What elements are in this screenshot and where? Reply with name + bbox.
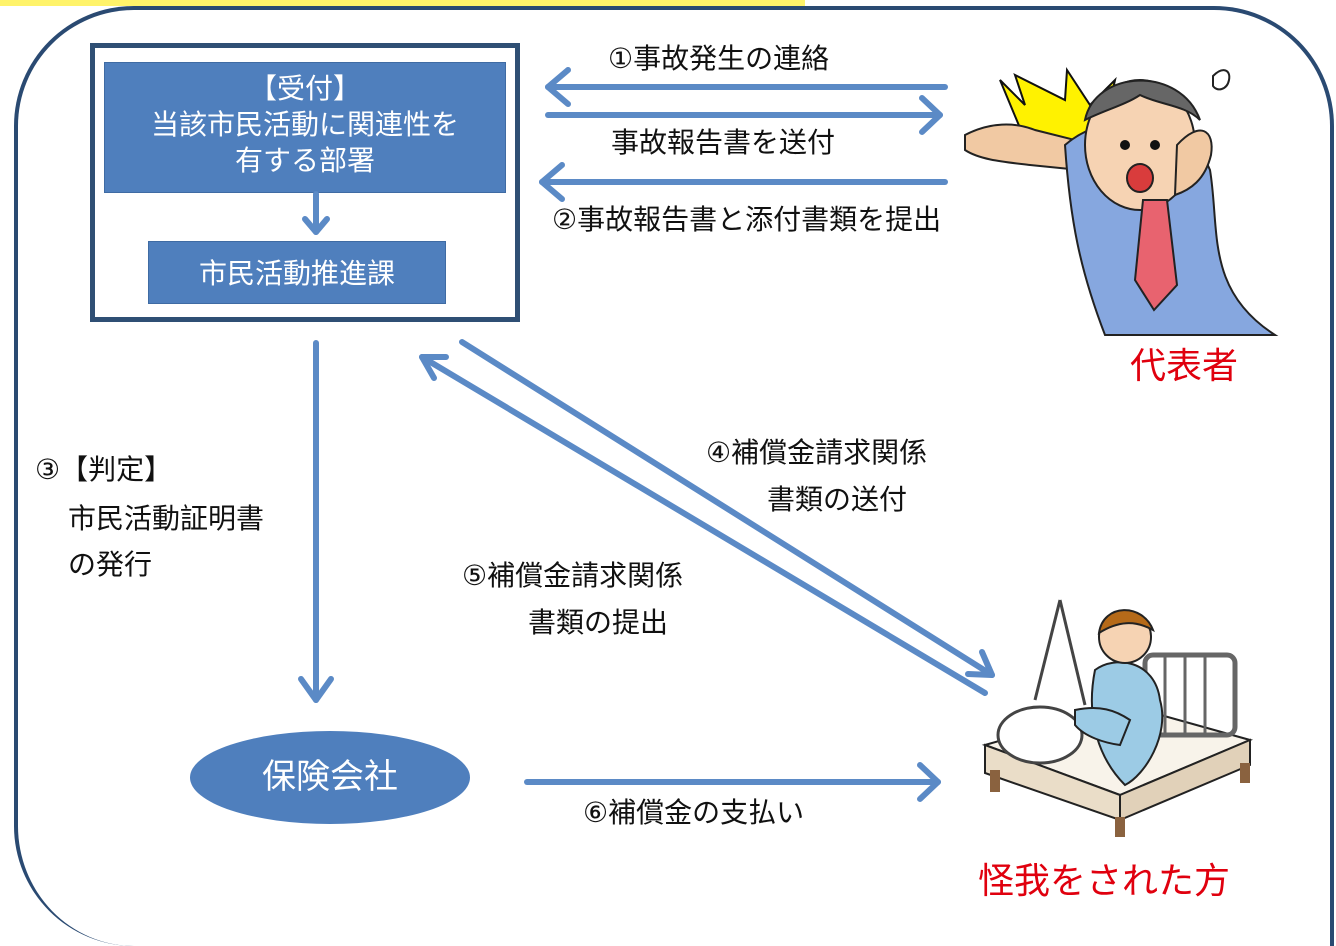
arrow-step5 bbox=[419, 354, 988, 696]
step6-label: ⑥補償金の支払い bbox=[583, 796, 805, 829]
injured-person-label: 怪我をされた方 bbox=[978, 861, 1231, 902]
reception-title: 【受付】 bbox=[248, 72, 361, 105]
step3-label-line1: ③【判定】 bbox=[35, 453, 173, 486]
arrow-report-send bbox=[545, 95, 943, 135]
injured-person-illustration bbox=[981, 599, 1254, 837]
arrow-inner-down bbox=[302, 191, 330, 235]
arrow-step2 bbox=[539, 162, 948, 202]
diagram-frame bbox=[14, 6, 1334, 946]
reception-box: 【受付】 当該市民活動に関連性を 有する部署 bbox=[104, 62, 506, 193]
reception-line-3: 有する部署 bbox=[234, 144, 375, 177]
reception-line-2: 当該市民活動に関連性を bbox=[150, 108, 459, 141]
step4-label-line1: ④補償金請求関係 bbox=[706, 436, 928, 469]
arrow-step3 bbox=[298, 340, 334, 703]
top-highlight-bar bbox=[0, 0, 805, 6]
step5-label-line1: ⑤補償金請求関係 bbox=[462, 559, 684, 592]
step5-label-line2: 書類の提出 bbox=[528, 606, 669, 639]
step1-label: ①事故発生の連絡 bbox=[608, 42, 830, 75]
arrow-step6 bbox=[524, 762, 941, 802]
representative-illustration bbox=[964, 66, 1279, 336]
arrow-step1 bbox=[545, 67, 948, 107]
insurance-company-ellipse: 保険会社 bbox=[190, 731, 470, 824]
step3-label-line3: の発行 bbox=[68, 548, 153, 581]
report-send-label: 事故報告書を送付 bbox=[611, 126, 836, 159]
step4-label-line2: 書類の送付 bbox=[767, 483, 908, 516]
step3-label-line2: 市民活動証明書 bbox=[68, 502, 265, 535]
step2-label: ②事故報告書と添付書類を提出 bbox=[552, 203, 942, 236]
promotion-division-box: 市民活動推進課 bbox=[148, 241, 446, 304]
arrow-step4 bbox=[459, 339, 995, 678]
representative-label: 代表者 bbox=[1130, 346, 1239, 387]
